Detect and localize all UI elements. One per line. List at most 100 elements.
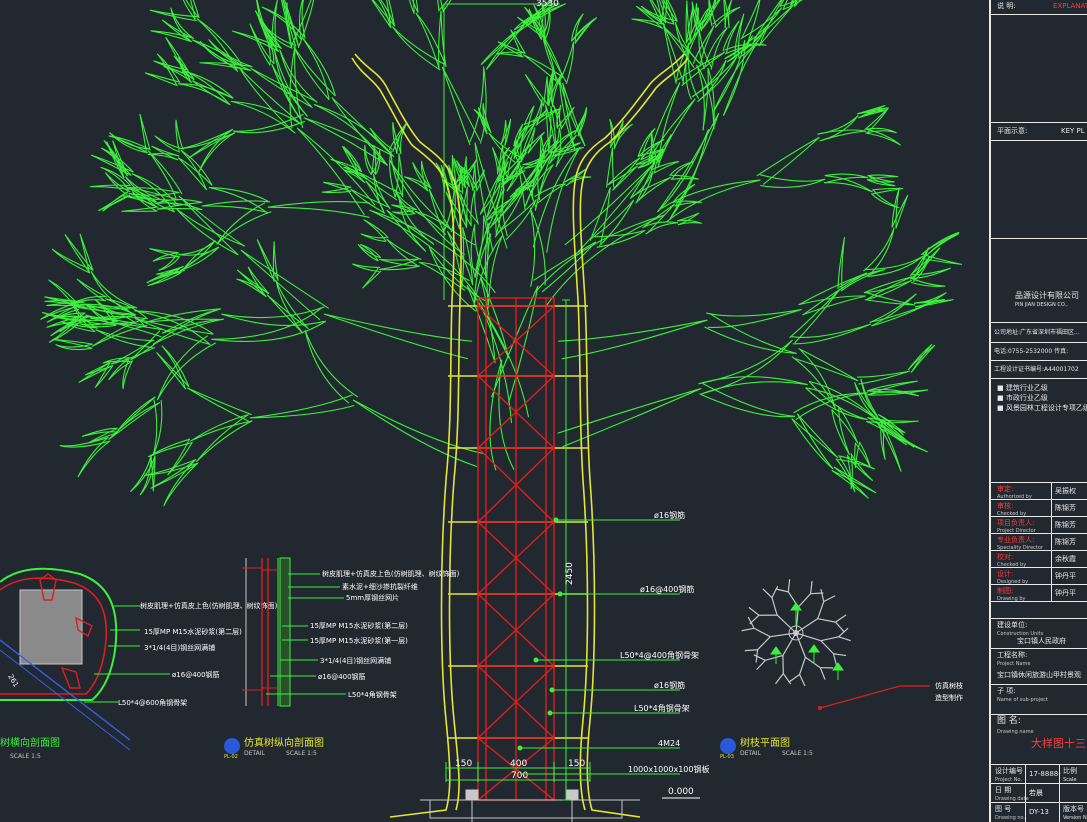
section-note-6: 3*1/4(4目)钢丝网满铺 bbox=[320, 656, 391, 665]
canopy-branch bbox=[867, 417, 919, 424]
branch-plan-detail: 仿真树枝 造型制作 PL-03 树枝平面图 DETAIL SCALE 1:5 bbox=[720, 579, 963, 760]
cross-note-2: 15厚MP M15水泥砂浆(第二层) bbox=[144, 627, 242, 636]
plan-branch bbox=[817, 601, 825, 619]
canopy-branch bbox=[122, 359, 134, 390]
canopy-branch bbox=[177, 83, 233, 106]
signature-role: 设计: bbox=[997, 570, 1014, 578]
level-mark: 0.000 bbox=[668, 787, 694, 797]
canopy-branch bbox=[392, 208, 416, 215]
plan-branch bbox=[782, 632, 797, 656]
subproject-sub: Name of sub-project bbox=[997, 697, 1048, 703]
info-value: 若晨 bbox=[1029, 789, 1043, 797]
plan-branch bbox=[771, 597, 778, 616]
canopy-branch bbox=[759, 174, 826, 188]
plan-branch bbox=[765, 654, 784, 661]
canopy-branch bbox=[438, 0, 452, 13]
plan-scale: SCALE 1:5 bbox=[782, 750, 813, 757]
canopy-branch bbox=[79, 303, 137, 323]
canopy-branch bbox=[692, 56, 738, 103]
canopy-branch bbox=[233, 113, 306, 134]
cross-note-5: L50*4@600角钢骨架 bbox=[118, 698, 187, 707]
plan-title: 树枝平面图 bbox=[740, 736, 790, 749]
canopy-branch bbox=[534, 183, 566, 204]
canopy-branch bbox=[831, 466, 877, 494]
canopy-branch bbox=[176, 208, 245, 256]
canopy-branch bbox=[891, 194, 909, 229]
canopy-branch bbox=[343, 146, 363, 175]
canopy-branch bbox=[780, 0, 803, 11]
canopy-branch bbox=[147, 268, 182, 287]
plan-branch bbox=[832, 653, 838, 667]
canopy-branch bbox=[163, 66, 194, 84]
canopy-branch bbox=[497, 41, 525, 58]
plan-branch bbox=[797, 593, 812, 608]
canopy-branch bbox=[208, 186, 271, 213]
canopy-branch bbox=[148, 438, 192, 458]
signature-role: 审核: bbox=[997, 502, 1014, 510]
canopy-branch bbox=[250, 67, 317, 109]
canopy-branch bbox=[420, 160, 432, 191]
canopy-branch bbox=[130, 454, 156, 493]
canopy-branch bbox=[907, 344, 936, 373]
section-note-2: 素水泥+细沙掺抗裂纤维 bbox=[342, 582, 418, 591]
vertical-section-detail: 树皮肌理+仿真皮上色(仿树肌理、树纹饰面) 素水泥+细沙掺抗裂纤维 5mm厚钢丝… bbox=[224, 557, 460, 760]
canopy-branch bbox=[837, 237, 845, 290]
canopy-branch bbox=[700, 376, 808, 395]
canopy-branch bbox=[108, 357, 133, 381]
canopy-branch bbox=[695, 3, 702, 31]
canopy-branch bbox=[713, 42, 758, 117]
plan-branch bbox=[748, 606, 760, 616]
canopy-branch bbox=[50, 316, 92, 337]
canopy-branch bbox=[152, 252, 180, 262]
canopy-branch bbox=[105, 298, 149, 326]
canopy-branch bbox=[497, 199, 537, 241]
canopy-branch bbox=[90, 316, 147, 327]
canopy-branch bbox=[102, 357, 131, 364]
canopy-branch bbox=[179, 240, 220, 272]
canopy-branch bbox=[872, 187, 904, 195]
signature-role-en: Checked by bbox=[997, 511, 1027, 517]
canopy-branch bbox=[677, 51, 726, 87]
canopy-branch bbox=[838, 269, 886, 292]
canopy-branch bbox=[125, 176, 179, 213]
canopy-branch bbox=[696, 64, 715, 131]
label-rebar-16-400: ø16@400钢筋 bbox=[640, 584, 694, 594]
canopy-branch bbox=[500, 160, 521, 192]
canopy-branch bbox=[558, 319, 708, 360]
plan-branch bbox=[741, 627, 755, 632]
canopy-branch bbox=[648, 98, 696, 167]
canopy-branch bbox=[379, 258, 421, 271]
section-note-4: 15厚MP M15水泥砂浆(第二层) bbox=[310, 621, 408, 630]
plan-branch bbox=[788, 673, 800, 683]
canopy-branch bbox=[909, 247, 929, 279]
canopy-branch bbox=[489, 359, 515, 471]
canopy-branch bbox=[606, 147, 615, 188]
plan-branch bbox=[755, 649, 759, 663]
canopy-branch bbox=[548, 127, 562, 166]
canopy-branch bbox=[675, 27, 702, 85]
canopy-branch bbox=[236, 269, 269, 297]
canopy-branch bbox=[864, 107, 889, 133]
canopy-branch bbox=[94, 299, 119, 325]
canopy-branch bbox=[556, 104, 562, 129]
canopy-branch bbox=[591, 199, 635, 247]
canopy-branch bbox=[272, 241, 279, 281]
canopy-branch bbox=[103, 140, 128, 178]
signature-role-en: Authorized by bbox=[997, 494, 1032, 500]
canopy-branch bbox=[539, 2, 546, 35]
canopy-branch bbox=[394, 153, 404, 198]
canopy-branch bbox=[147, 150, 183, 199]
plan-branch bbox=[835, 614, 847, 623]
dimension-lines bbox=[443, 3, 591, 801]
section-note-7: ø16@400钢筋 bbox=[318, 672, 366, 681]
cross-section-detail: 树皮肌理+仿真皮上色(仿树肌理、树纹饰面) 15厚MP M15水泥砂浆(第二层)… bbox=[0, 567, 278, 760]
plan-branch bbox=[838, 627, 849, 638]
canopy-branch bbox=[190, 413, 252, 442]
tree-canopy-drawing bbox=[40, 0, 963, 507]
info-value: 17-8888- bbox=[1029, 770, 1061, 778]
canopy-branch bbox=[371, 149, 381, 176]
canopy-branch bbox=[88, 306, 118, 326]
client-name: 宝口镇人民政府 bbox=[1017, 637, 1066, 645]
